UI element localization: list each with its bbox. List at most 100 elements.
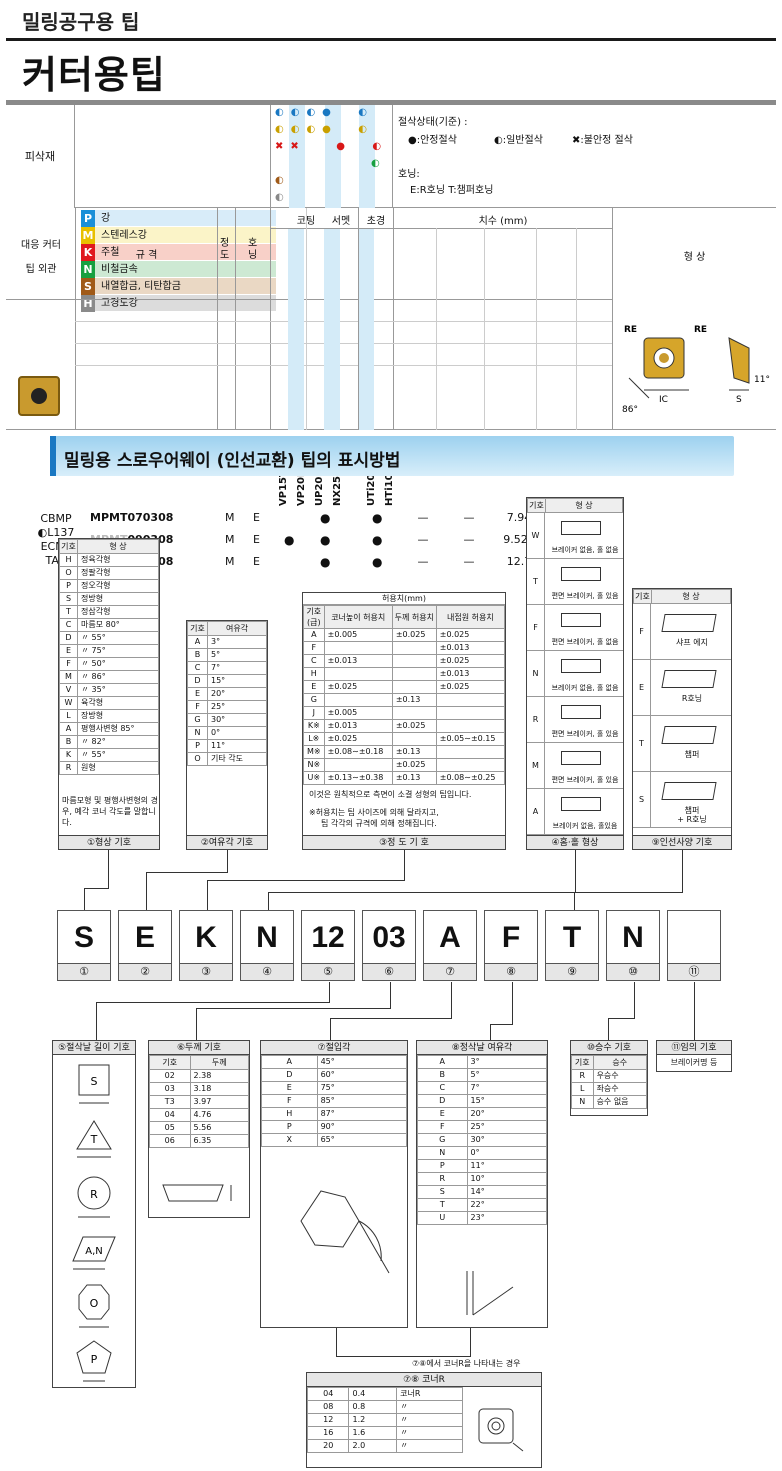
material-label: 피삭재	[6, 105, 75, 208]
tolTbl-cell	[435, 693, 506, 707]
legend-title: 절삭상태(기준) :	[398, 117, 468, 128]
clrTbl-cell: 15°	[207, 674, 267, 688]
shapeTbl-cell: 〃 50°	[77, 657, 159, 671]
shapeTbl-cell: 정삼각형	[77, 605, 159, 619]
tolerance-note3: 팁 각각의 규격에 의해 정해집니다.	[321, 819, 437, 828]
code-num-4: ④	[240, 964, 294, 981]
tolTbl-row: N※±0.025	[303, 758, 506, 772]
shapeTbl-cell: S	[59, 592, 78, 606]
tolTbl-cell: ±0.013	[323, 654, 393, 668]
shapeTbl-cell: P	[59, 579, 78, 593]
subTbl-cell: N	[417, 1146, 468, 1160]
col-cutter: 대응 커터 팁 외관	[21, 240, 61, 275]
spec-w1-2: —	[463, 555, 475, 568]
clrTbl-cell: C	[187, 661, 208, 675]
tolTbl-cell: ±0.005	[323, 628, 393, 642]
tolTbl-cell: U※	[303, 771, 325, 785]
groove-shape-icon	[561, 613, 601, 627]
subTbl-cell: 15°	[466, 1094, 548, 1108]
cut-angle-drawing	[300, 1190, 390, 1274]
code-letter-7: A	[423, 910, 477, 964]
groove-shape-icon	[561, 521, 601, 535]
material-code-4: S	[81, 278, 95, 295]
spec-acc-1: M	[225, 533, 235, 546]
tolTbl-cell: M※	[303, 745, 325, 759]
clrTbl-cell: 7°	[207, 661, 267, 675]
tolTbl-row: L※±0.025±0.05∼±0.15	[303, 732, 506, 746]
material-code-1: M	[81, 227, 95, 244]
code-letter-2: E	[118, 910, 172, 964]
handTbl-cell: R	[571, 1069, 594, 1083]
subTbl-cell: 3°	[466, 1055, 548, 1069]
shapeTbl-cell: 〃 86°	[77, 670, 159, 684]
shapeTbl-cell: 〃 82°	[77, 735, 159, 749]
edge-code: F	[633, 604, 651, 660]
thickTbl-cell: 3.97	[189, 1095, 249, 1109]
spec-grade-2-4: ●	[372, 555, 383, 569]
tolTbl-cell: A	[303, 628, 325, 642]
handTbl-cell: 승수 없음	[592, 1095, 648, 1109]
spec-ic-0: 7.94	[506, 511, 532, 524]
shapeTbl-cell: D	[59, 631, 78, 645]
shapeTbl-cell: 원형	[77, 761, 159, 775]
shapeTbl-cell: V	[59, 683, 78, 697]
material-code-3: N	[81, 261, 95, 278]
thickTbl-cell: 04	[149, 1108, 191, 1122]
spec-grade-0-4: ●	[372, 511, 383, 525]
thickTbl-cell: 05	[149, 1121, 191, 1135]
category-title: 밀링공구용 팁	[22, 10, 140, 34]
divider	[6, 38, 776, 41]
groove-code: R	[527, 697, 545, 743]
depth-shape-t: T	[90, 1133, 98, 1146]
subTbl-cell: R	[417, 1172, 468, 1186]
tolTbl-head-2: 두께 허용치	[391, 605, 437, 629]
hand-caption: ⑩승수 기호	[571, 1041, 647, 1055]
tolTbl-cell: ±0.025	[323, 732, 393, 746]
tolTbl-cell: E	[303, 680, 325, 694]
clrTbl-cell: 기타 각도	[207, 752, 267, 766]
tolTbl-head-1: 코너높이 허용치	[323, 605, 393, 629]
spec-grade-1-2: ●	[320, 533, 331, 547]
tolTbl-cell	[323, 758, 393, 772]
tolTbl-cell	[435, 706, 506, 720]
insert-image	[18, 376, 60, 416]
tolTbl-cell	[391, 706, 437, 720]
groove-code: W	[527, 513, 545, 559]
material-name-3: 비철금속	[95, 261, 276, 278]
tolTbl-cell: ±0.08∼±0.25	[435, 771, 506, 785]
cornerTbl-cell: 코너R	[396, 1387, 463, 1401]
spec-grade-1-0: ●	[284, 533, 295, 547]
code-num-9: ⑨	[545, 964, 599, 981]
cornerTbl-cell: 08	[306, 1400, 350, 1414]
tolTbl-cell: ±0.025	[435, 680, 506, 694]
tolTbl-cell: ±0.025	[435, 628, 506, 642]
spec-acc-0: M	[225, 511, 235, 524]
code-letter-8: F	[484, 910, 538, 964]
thickTbl-cell: 5.56	[189, 1121, 249, 1135]
cutTbl-cell: 75°	[316, 1081, 408, 1095]
tolerance-note2: ※허용치는 팁 사이즈에 의해 달라지고,	[309, 808, 439, 817]
code-letter-9: T	[545, 910, 599, 964]
code-letter-3: K	[179, 910, 233, 964]
shapeTbl-cell: R	[59, 761, 78, 775]
subTbl-cell: D	[417, 1094, 468, 1108]
cutter-0: CBMP	[40, 512, 72, 525]
depth-shape-p: P	[91, 1353, 98, 1366]
tolTbl-cell: ±0.005	[323, 706, 393, 720]
